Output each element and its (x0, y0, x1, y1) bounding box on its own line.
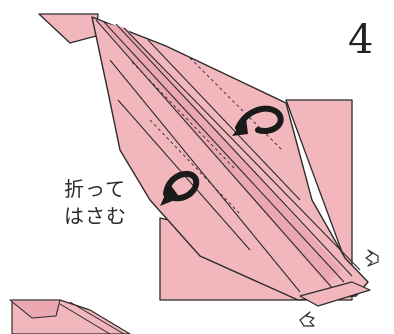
curved-fold-arrow-icon (232, 105, 284, 136)
paper-bottom-band (299, 281, 371, 307)
paper-tip-flap (38, 13, 99, 44)
instruction-line-2: はさむ (64, 204, 127, 228)
next-step-partial-figure (9, 299, 131, 334)
crease-lines (95, 19, 361, 293)
fold-instruction: 折って はさむ (64, 176, 127, 230)
push-arrow-icon (299, 311, 315, 327)
instruction-line-1: 折って (64, 177, 126, 201)
step-number: 4 (348, 17, 374, 63)
push-arrow-icon (365, 249, 379, 267)
curved-fold-arrow-icon (160, 170, 200, 206)
dashed-crease-lines (131, 57, 283, 215)
paper-inner-strip (100, 22, 342, 284)
